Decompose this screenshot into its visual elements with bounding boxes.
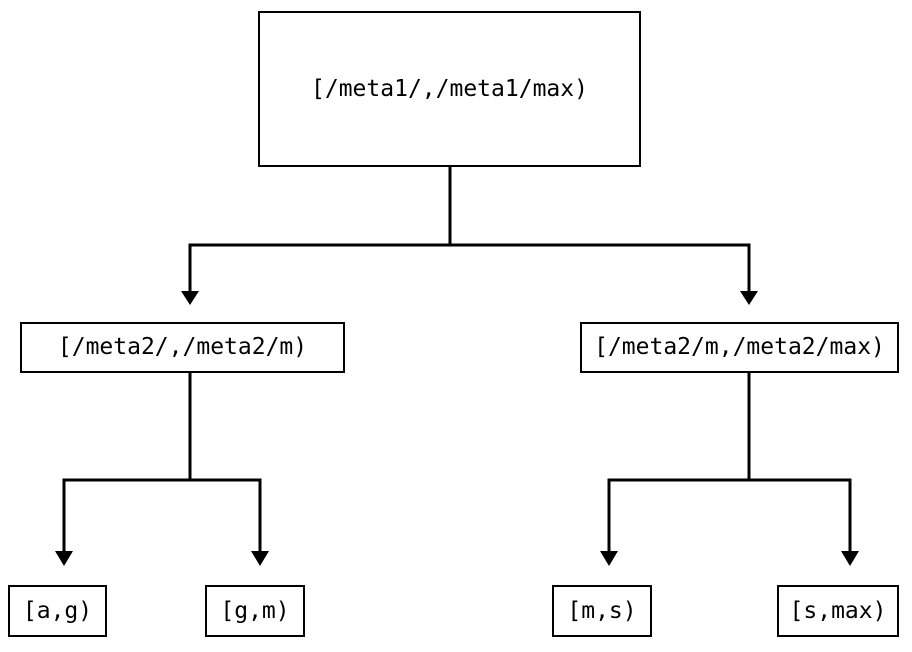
tree-node-mid-left[interactable]: [/meta2/,/meta2/m) bbox=[20, 322, 345, 373]
arrowhead-icon bbox=[55, 551, 73, 566]
tree-node-root-label: [/meta1/,/meta1/max) bbox=[311, 75, 588, 102]
tree-node-leaf-4[interactable]: [s,max) bbox=[777, 585, 899, 637]
edge-mid-right-to-leaf-4 bbox=[747, 373, 859, 566]
edge-mid-left-to-leaf-2 bbox=[188, 373, 269, 566]
tree-node-leaf-3[interactable]: [m,s) bbox=[552, 585, 652, 637]
tree-node-leaf-1-label: [a,g) bbox=[22, 597, 93, 624]
tree-node-leaf-2-label: [g,m) bbox=[220, 597, 290, 624]
tree-node-leaf-2[interactable]: [g,m) bbox=[205, 585, 305, 637]
edge-mid-left-to-leaf-1 bbox=[55, 373, 192, 566]
tree-node-mid-left-label: [/meta2/,/meta2/m) bbox=[57, 334, 308, 360]
tree-node-leaf-4-label: [s,max) bbox=[789, 597, 887, 624]
arrowhead-icon bbox=[181, 291, 199, 305]
tree-node-leaf-1[interactable]: [a,g) bbox=[8, 585, 107, 637]
tree-node-root[interactable]: [/meta1/,/meta1/max) bbox=[258, 11, 641, 167]
arrowhead-icon bbox=[600, 551, 618, 566]
edge-mid-right-to-leaf-3 bbox=[600, 373, 751, 566]
arrowhead-icon bbox=[841, 551, 859, 566]
arrowhead-icon bbox=[740, 291, 758, 305]
arrowhead-icon bbox=[251, 551, 269, 566]
tree-node-mid-right-label: [/meta2/m,/meta2/max) bbox=[594, 334, 885, 360]
tree-node-mid-right[interactable]: [/meta2/m,/meta2/max) bbox=[580, 322, 899, 373]
tree-node-leaf-3-label: [m,s) bbox=[567, 597, 637, 624]
edge-root-to-mid-right bbox=[448, 167, 758, 305]
edge-root-to-mid-left bbox=[181, 167, 452, 305]
